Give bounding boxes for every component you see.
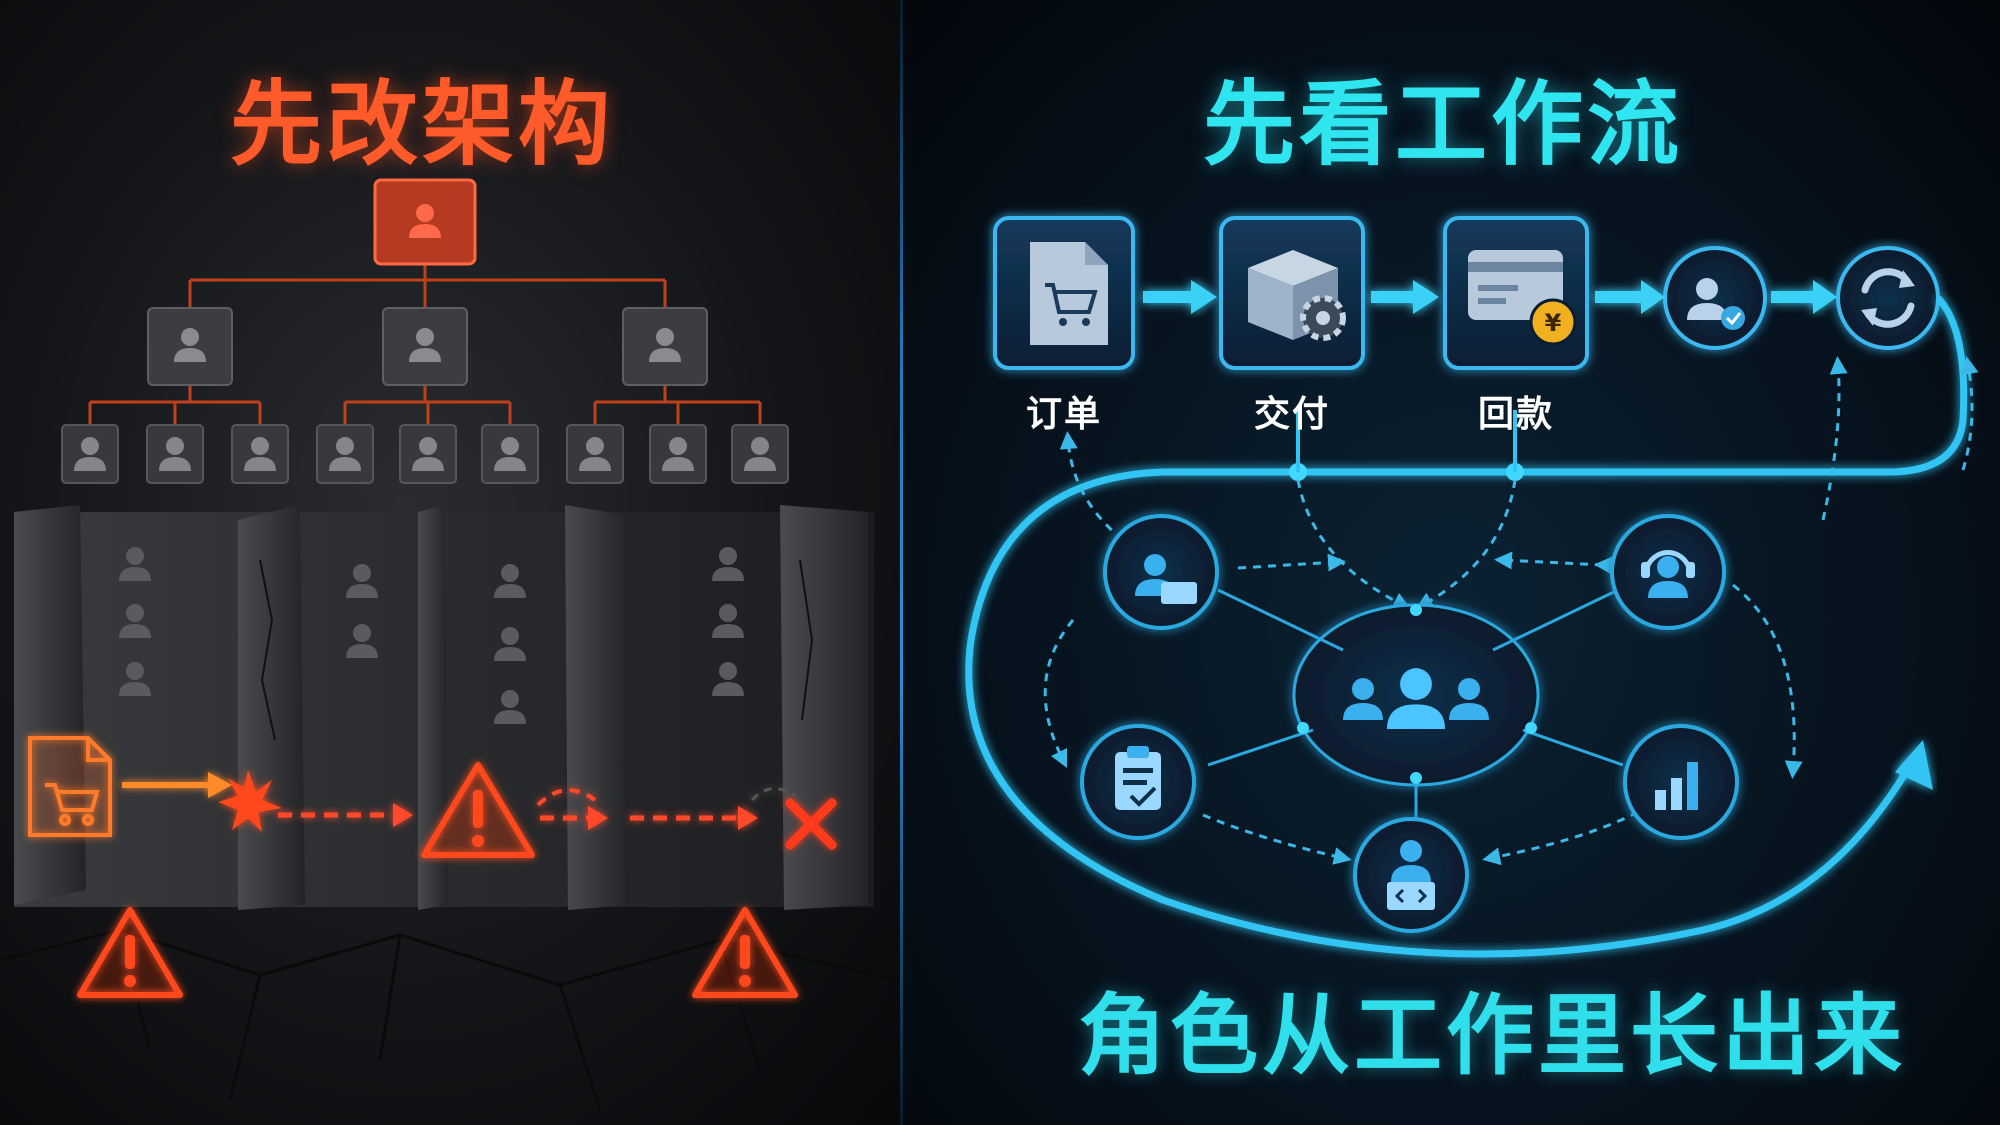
role-node-operator <box>1103 514 1219 630</box>
right-panel-workflow-first: ¥ <box>903 0 2000 1125</box>
panel-divider <box>900 0 903 1125</box>
cross-icon <box>785 798 837 850</box>
flow-label-order: 订单 <box>1025 394 1102 435</box>
clipboard-check-icon <box>1115 746 1161 810</box>
flow-step-cycle <box>1836 246 1940 350</box>
impact-burst-icon <box>218 770 282 832</box>
developer-code-icon <box>1387 840 1435 910</box>
flow-step-order <box>993 216 1135 370</box>
workflow-loop <box>965 295 1968 958</box>
role-node-support <box>1610 514 1726 630</box>
flow-step-payment: ¥ <box>1443 216 1589 370</box>
role-links <box>1043 551 1803 866</box>
broken-flow <box>28 736 837 998</box>
flow-arrows <box>1143 280 1837 314</box>
org-node-top <box>373 178 477 266</box>
workflow-diagram: ¥ <box>965 216 1979 958</box>
org-tree-connectors <box>88 262 762 425</box>
warning-icon <box>77 907 183 998</box>
role-node-analytics <box>1623 724 1739 840</box>
hub-spokes <box>1207 588 1624 820</box>
org-node-icons-middle <box>174 328 681 362</box>
flow-label-payment: 回款 <box>1477 394 1554 435</box>
left-title: 先改架构 <box>230 71 615 178</box>
flow-label-delivery: 交付 <box>1253 394 1330 435</box>
left-panel-architecture-first: 先改架构 <box>0 0 900 1125</box>
order-document-cart-icon <box>1030 242 1108 345</box>
warning-icon <box>421 762 535 858</box>
flow-step-delivery <box>1219 216 1365 370</box>
org-nodes-middle <box>147 307 708 386</box>
payment-yuan-icon: ¥ <box>1468 250 1577 346</box>
document-cart-icon <box>28 736 112 837</box>
loop-arrowhead <box>1895 740 1933 790</box>
warning-icon <box>692 907 798 998</box>
flow-step-approval <box>1663 246 1767 350</box>
user-check-icon <box>1687 278 1745 330</box>
architecture-diagram <box>0 178 900 1111</box>
spoke-dots <box>1297 604 1537 784</box>
laptop-worker-icon <box>1135 554 1197 604</box>
right-title: 先看工作流 <box>1203 71 1684 178</box>
package-gear-icon <box>1248 250 1346 341</box>
role-node-developer <box>1353 817 1469 933</box>
headset-support-icon <box>1641 550 1695 598</box>
role-node-tasks <box>1080 724 1196 840</box>
svg-text:¥: ¥ <box>1545 309 1562 337</box>
bar-chart-icon <box>1655 762 1698 810</box>
workflow-caption: 角色从工作里长出来 <box>1078 984 1907 1087</box>
refresh-cycle-icon <box>1861 268 1915 328</box>
feedback-links <box>1059 356 1979 610</box>
hub-team <box>1292 603 1540 787</box>
